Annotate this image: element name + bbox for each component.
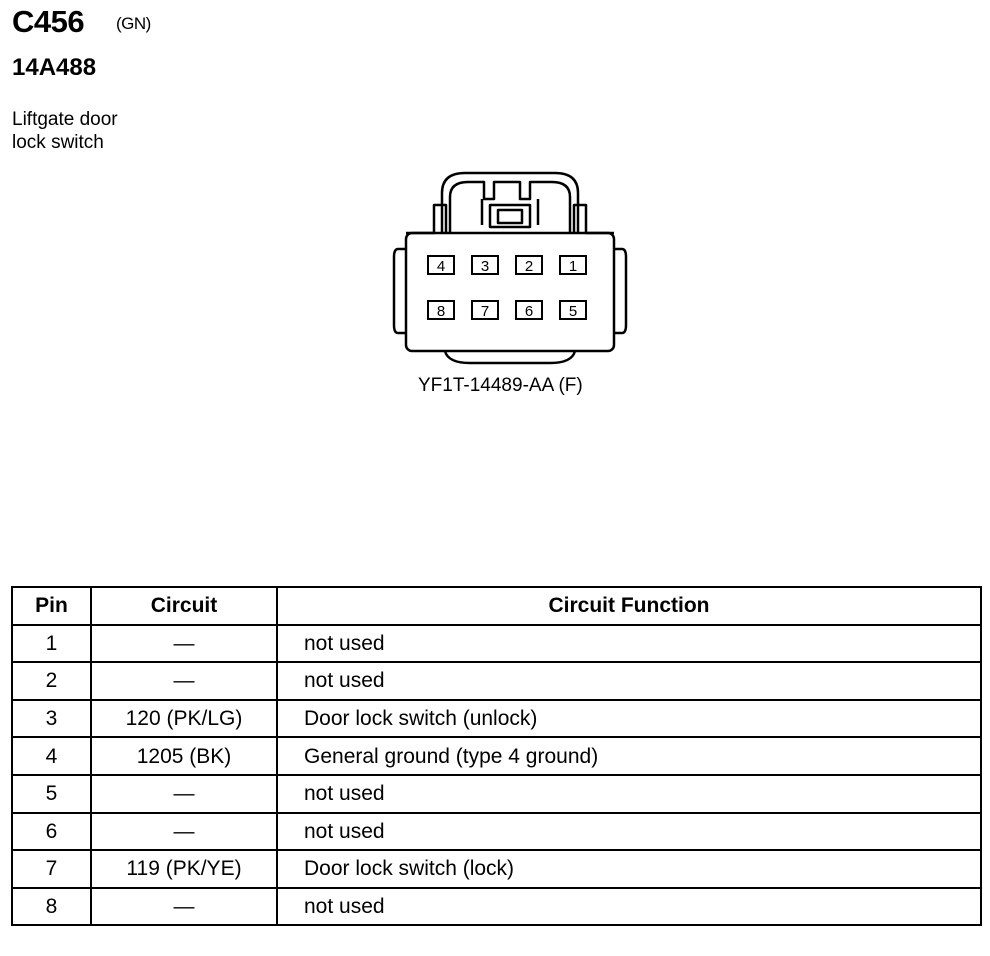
header-circuit: Circuit: [90, 586, 278, 626]
cell-circuit: 1205 (BK): [90, 736, 278, 776]
connector-description: Liftgate door lock switch: [12, 108, 118, 154]
table-row: 6—not used: [11, 811, 982, 852]
part-number: 14A488: [12, 54, 97, 81]
pin-label-8: 8: [437, 303, 445, 320]
connector-right-guide: [614, 247, 628, 335]
cell-pin: 5: [11, 773, 92, 814]
table-row: 8—not used: [11, 886, 982, 927]
pin-cavity-8: [427, 300, 455, 320]
cell-function: not used: [276, 623, 982, 664]
cell-pin: 7: [11, 849, 92, 889]
cell-circuit: 119 (PK/YE): [90, 849, 278, 889]
connector-ribs: [480, 199, 540, 225]
pin-label-7: 7: [481, 303, 489, 320]
cell-pin: 8: [11, 886, 92, 927]
cell-pin: 1: [11, 623, 92, 664]
pin-label-6: 6: [525, 303, 533, 320]
connector-id-text: C456: [12, 4, 85, 39]
description-line-1: Liftgate door: [12, 109, 118, 130]
connector-bottom-skirt: [443, 350, 577, 365]
cell-circuit: —: [90, 623, 278, 664]
pin-label-1: 1: [569, 258, 577, 275]
connector-pin-grid: 4 3 2 1 8 7 6 5: [427, 255, 587, 320]
cell-function: not used: [276, 773, 982, 814]
pin-cavity-6: [515, 300, 543, 320]
cell-function: not used: [276, 811, 982, 852]
pin-cavity-3: [471, 255, 499, 275]
connector-part-code: YF1T-14489-AA (F): [418, 375, 583, 396]
pin-cavity-5: [559, 300, 587, 320]
table-header-row: Pin Circuit Circuit Function: [11, 586, 982, 626]
cell-function: Door lock switch (lock): [276, 849, 982, 889]
cell-pin: 3: [11, 698, 92, 739]
pin-cavity-1: [559, 255, 587, 275]
cell-function: not used: [276, 661, 982, 701]
cell-circuit: —: [90, 661, 278, 701]
cell-function: not used: [276, 886, 982, 927]
pin-label-5: 5: [569, 303, 577, 320]
cell-circuit: —: [90, 811, 278, 852]
description-line-2: lock switch: [12, 132, 104, 153]
cell-function: General ground (type 4 ground): [276, 736, 982, 776]
connector-lock-window: [488, 203, 532, 229]
pin-cavity-7: [471, 300, 499, 320]
pin-label-4: 4: [437, 258, 445, 275]
connector-lock-tab: [496, 208, 524, 225]
cell-function: Door lock switch (unlock): [276, 698, 982, 739]
header-pin: Pin: [11, 586, 92, 626]
pin-label-2: 2: [525, 258, 533, 275]
connector-latch-inner: [448, 180, 572, 233]
connector-left-guide: [392, 247, 406, 335]
cell-circuit: —: [90, 886, 278, 927]
pin-label-3: 3: [481, 258, 489, 275]
connector-latch-outline: [440, 171, 580, 233]
pin-cavity-4: [427, 255, 455, 275]
connector-id: C456 (GN): [12, 4, 151, 40]
cell-circuit: 120 (PK/LG): [90, 698, 278, 739]
pin-cavity-2: [515, 255, 543, 275]
cell-pin: 6: [11, 811, 92, 852]
cell-pin: 4: [11, 736, 92, 776]
cell-circuit: —: [90, 773, 278, 814]
connector-body: [404, 231, 616, 353]
table-row: 2—not used: [11, 661, 982, 701]
table-row: 5—not used: [11, 773, 982, 814]
connector-face-diagram: 4 3 2 1 8 7 6 5: [392, 171, 628, 365]
table-row: 1—not used: [11, 623, 982, 664]
cell-pin: 2: [11, 661, 92, 701]
connector-color: (GN): [116, 14, 151, 33]
header-circuit-function: Circuit Function: [276, 586, 982, 626]
